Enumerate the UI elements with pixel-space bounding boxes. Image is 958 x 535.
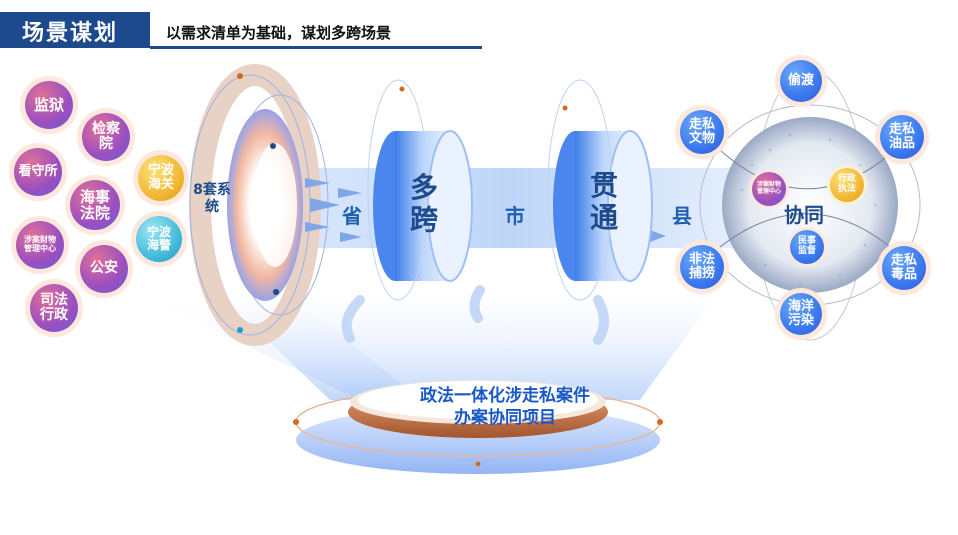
node-ningbo-coastguard: 宁波 海警 — [136, 216, 182, 262]
stage-cooperation: 协同 — [784, 203, 824, 227]
node-prison: 监狱 — [25, 81, 73, 129]
sphere-node-admin-enforcement: 行政 执法 — [830, 168, 864, 202]
page-title: 场景谋划 — [22, 21, 119, 46]
systems-label: 8套系 统 — [193, 182, 231, 215]
sphere-node-property-center: 涉案财物 管理中心 — [752, 172, 786, 206]
node-smuggling-relics: 走私 文物 — [680, 110, 724, 154]
node-detention-center: 看守所 — [14, 148, 62, 196]
node-property-center: 涉案财物 管理中心 — [16, 221, 64, 269]
stage-through: 贯 通 — [590, 169, 619, 235]
node-smuggling-drugs: 走私 毒品 — [882, 246, 926, 290]
sphere-node-civil-supervision: 民事 监督 — [790, 230, 824, 264]
node-smuggling-people: 偷渡 — [780, 60, 822, 102]
header-underline — [150, 46, 482, 49]
page-subtitle: 以需求清单为基础，谋划多跨场景 — [166, 24, 392, 42]
project-title-line2: 办案协同项目 — [454, 408, 556, 429]
node-illegal-fishing: 非法 捕捞 — [680, 245, 724, 289]
stage-province: 省 — [342, 204, 362, 228]
header-title-box — [0, 12, 150, 48]
project-title: 政法一体化涉走私案件 办案协同项目 — [380, 385, 630, 429]
stage-city: 市 — [505, 204, 525, 228]
node-maritime-court: 海事 法院 — [70, 180, 120, 230]
node-smuggling-oil: 走私 油品 — [880, 115, 924, 159]
node-judicial-admin: 司法 行政 — [30, 284, 78, 332]
node-ningbo-customs: 宁波 海关 — [138, 155, 184, 201]
node-procuratorate: 检察 院 — [82, 113, 130, 161]
stage-multi-cross: 多 跨 — [410, 171, 439, 237]
project-title-line1: 政法一体化涉走私案件 — [420, 386, 590, 406]
node-public-security: 公安 — [80, 245, 128, 293]
stage-county: 县 — [672, 204, 692, 228]
node-marine-pollution: 海洋 污染 — [780, 293, 822, 335]
